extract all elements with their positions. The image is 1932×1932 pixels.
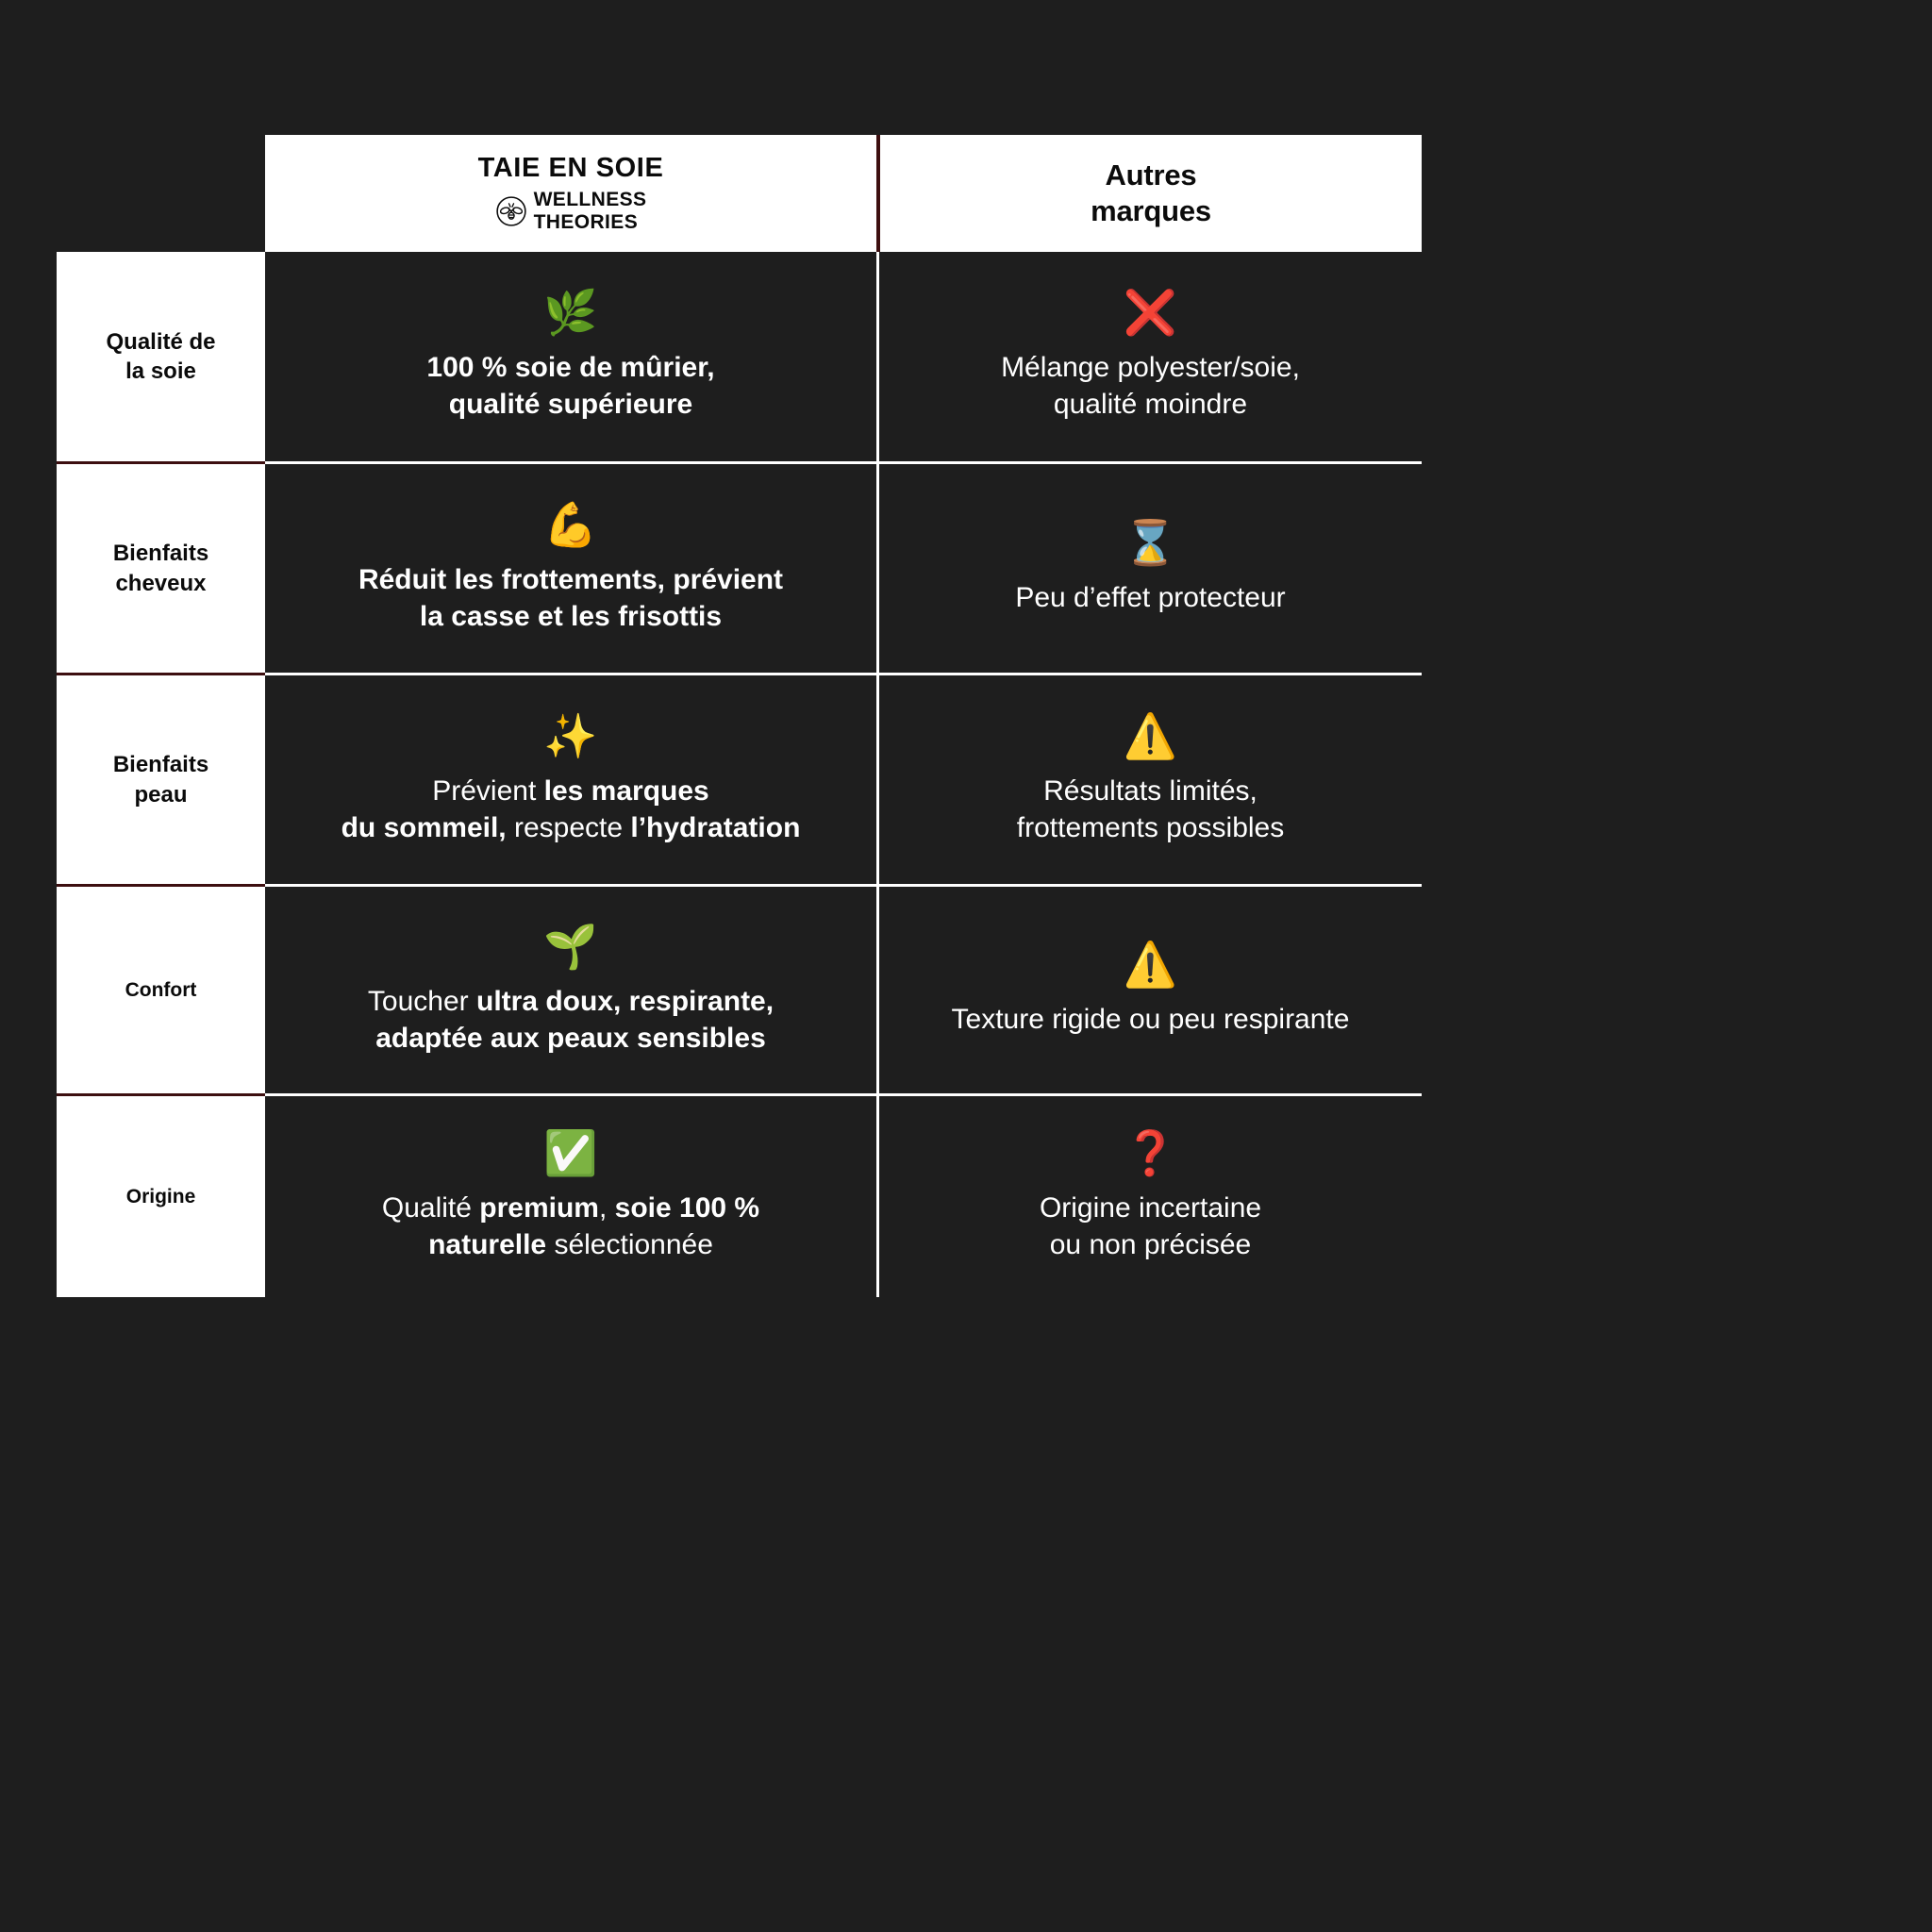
text-line-1: Qualité premium, soie 100 % [381,1191,760,1224]
cell-competitor-text-row-2: Peu d’effet protecteur [1015,579,1285,616]
cell-competitor-text-row-5: Origine incertaine ou non précisée [1040,1190,1261,1263]
text-line-1: Prévient les marques [432,774,709,807]
cell-competitor-text-row-3: Résultats limités, frottements possibles [1017,773,1284,846]
header-competitor-column: Autres marques [876,135,1422,252]
cell-product-row-3: ✨ Prévient les marques du sommeil, respe… [265,673,876,884]
cell-product-text-row-3: Prévient les marques du sommeil, respect… [341,773,801,846]
row-label-bienfaits-cheveux: Bienfaits cheveux [57,461,265,673]
cell-competitor-text-row-1: Mélange polyester/soie, qualité moindre [1001,349,1300,423]
text-line-1: Toucher ultra doux, respirante, [367,985,774,1017]
hourglass-done-icon: ⌛ [1123,517,1178,568]
text-line-1: Peu d’effet protecteur [1015,582,1286,613]
row-label-line-1: Bienfaits [112,752,209,778]
row-label-origine: Origine [57,1093,265,1297]
bee-logo-icon [495,196,526,226]
cell-competitor-text-row-4: Texture rigide ou peu respirante [952,1001,1350,1038]
cell-competitor-row-3: ⚠️ Résultats limités, frottements possib… [876,673,1422,884]
text-line-2: du sommeil, respecte l’hydratation [341,811,801,843]
row-label-line-1: Bienfaits [112,541,209,567]
cell-competitor-row-1: ❌ Mélange polyester/soie, qualité moindr… [876,252,1422,461]
brand-line-1: WELLNESS [533,189,647,211]
sparkles-icon: ✨ [543,709,598,761]
seedling-icon: 🌱 [543,920,598,972]
cell-product-row-1: 🌿 100 % soie de mûrier, qualité supérieu… [265,252,876,461]
herb-icon: 🌿 [543,287,598,338]
competitor-title-line-2: marques [1091,194,1211,227]
brand-line-2: THEORIES [533,210,639,233]
row-label-line-2: peau [134,781,188,808]
flexed-biceps-icon: 💪 [543,498,598,550]
row-label-line-2: cheveux [115,570,207,596]
cell-competitor-row-2: ⌛ Peu d’effet protecteur [876,461,1422,673]
text-line-2: frottements possibles [1016,811,1285,843]
comparison-table: TAIE EN SOIE WELLNESS THEORIES [57,135,1422,1297]
text-line-1: Texture rigide ou peu respirante [951,1004,1350,1035]
text-line-1: 100 % soie de mûrier, [426,352,715,383]
row-label-line-2: la soie [125,358,196,384]
row-label-line-1: Qualité de [106,328,216,355]
text-line-1: Origine incertaine [1039,1191,1262,1224]
competitor-title: Autres marques [1091,158,1211,229]
text-line-2: ou non précisée [1049,1228,1252,1260]
text-line-2: la casse et les frisottis [419,600,723,632]
cell-competitor-row-4: ⚠️ Texture rigide ou peu respirante [876,884,1422,1093]
text-line-1: Mélange polyester/soie, [1001,352,1300,383]
text-line-1: Réduit les frottements, prévient [358,563,784,595]
cell-competitor-row-5: ❓ Origine incertaine ou non précisée [876,1093,1422,1297]
row-label-line-1: Origine [125,1185,196,1208]
cell-product-row-4: 🌱 Toucher ultra doux, respirante, adapté… [265,884,876,1093]
cell-product-row-5: ✅ Qualité premium, soie 100 % naturelle … [265,1093,876,1297]
text-line-2: naturelle sélectionnée [428,1228,713,1260]
row-label-line-1: Confort [125,978,197,1001]
text-line-2: adaptée aux peaux sensibles [375,1022,766,1054]
cell-product-text-row-4: Toucher ultra doux, respirante, adaptée … [368,983,774,1057]
brand-lockup: WELLNESS THEORIES [495,189,647,233]
text-line-2: qualité moindre [1053,389,1248,420]
question-mark-icon: ❓ [1123,1126,1178,1178]
brand-wordmark: WELLNESS THEORIES [534,189,647,233]
cross-mark-icon: ❌ [1123,287,1178,338]
warning-icon: ⚠️ [1123,939,1178,990]
warning-icon: ⚠️ [1123,709,1178,761]
competitor-title-line-1: Autres [1105,158,1197,192]
text-line-1: Résultats limités, [1043,774,1257,807]
cell-product-text-row-2: Réduit les frottements, prévient la cass… [358,561,783,635]
cell-product-row-2: 💪 Réduit les frottements, prévient la ca… [265,461,876,673]
check-mark-button-icon: ✅ [543,1126,598,1178]
cell-product-text-row-5: Qualité premium, soie 100 % naturelle sé… [382,1190,759,1263]
header-corner-cell [57,135,265,252]
row-label-confort: Confort [57,884,265,1093]
cell-product-text-row-1: 100 % soie de mûrier, qualité supérieure [426,349,714,423]
header-product-column: TAIE EN SOIE WELLNESS THEORIES [265,135,876,252]
row-label-bienfaits-peau: Bienfaits peau [57,673,265,884]
text-line-2: qualité supérieure [448,389,693,420]
product-title: TAIE EN SOIE [477,152,664,183]
row-label-qualite-de-la-soie: Qualité de la soie [57,252,265,461]
